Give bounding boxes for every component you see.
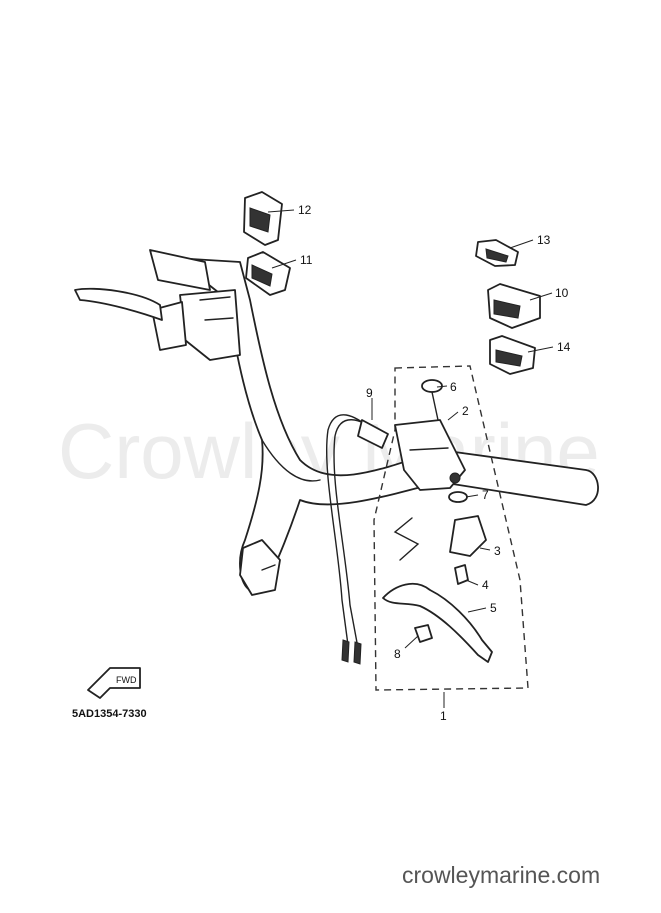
assembly-boundary [373, 365, 529, 691]
callout-3: 3 [494, 544, 501, 558]
left-lever-assembly [74, 249, 241, 361]
screw-part-4 [454, 564, 469, 585]
fwd-label: FWD [116, 675, 137, 685]
switch-part-13 [475, 239, 519, 267]
perch-part-2 [394, 419, 466, 491]
callout-12: 12 [298, 203, 312, 217]
site-footer: crowleymarine.com [402, 862, 600, 888]
callout-7: 7 [482, 488, 489, 502]
callout-10: 10 [555, 286, 569, 300]
fwd-arrow-icon: FWD [87, 667, 141, 699]
nut-part-8 [414, 624, 433, 643]
callout-14: 14 [557, 340, 571, 354]
callout-9: 9 [366, 386, 373, 400]
callout-1: 1 [440, 709, 447, 723]
callout-5: 5 [490, 601, 497, 615]
switch-part-10 [487, 283, 541, 329]
washer-part-7 [448, 491, 468, 503]
callout-8: 8 [394, 647, 401, 661]
switch-part-11 [245, 251, 291, 296]
callout-11: 11 [300, 253, 313, 267]
callout-2: 2 [462, 404, 469, 418]
assembly-connector [393, 517, 420, 561]
lever-part-5 [382, 582, 493, 663]
callout-13: 13 [537, 233, 551, 247]
callout-6: 6 [450, 380, 457, 394]
diagram-code: 5AD1354-7330 [72, 708, 147, 720]
cable-part-9 [325, 414, 389, 665]
handlebar [174, 257, 599, 591]
switch-part-14 [489, 335, 536, 375]
grip-end [239, 539, 281, 596]
clamp-part-3 [449, 515, 487, 557]
switch-part-12 [243, 191, 283, 246]
bolt-part-6 [421, 379, 443, 421]
callout-4: 4 [482, 578, 489, 592]
callout-leaders [267, 209, 554, 708]
